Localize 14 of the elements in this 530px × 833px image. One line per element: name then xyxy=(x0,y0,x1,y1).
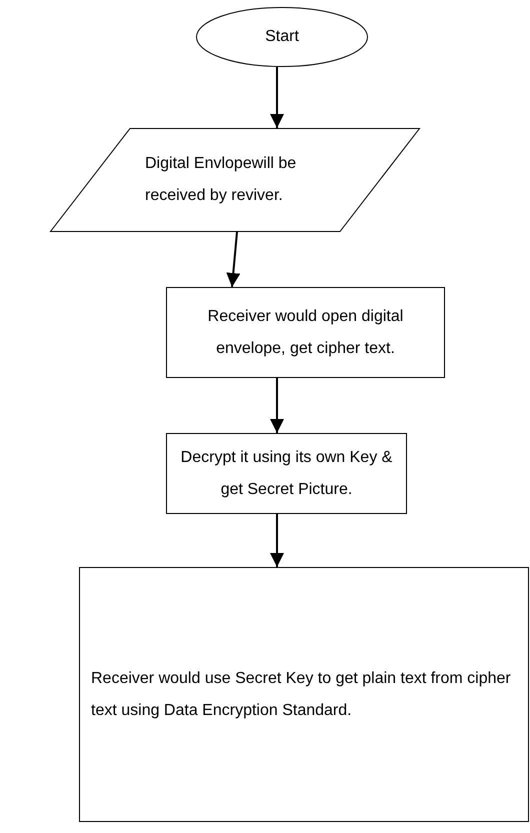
step-text: Digital Envlopewill be received by reviver. xyxy=(145,154,298,206)
input-parallelogram xyxy=(50,128,420,232)
process-box xyxy=(79,567,529,822)
step-text: Decrypt it using its own Key & get Secret Picture. xyxy=(180,448,394,500)
arrow xyxy=(270,514,284,567)
arrow xyxy=(270,378,284,433)
terminal-ellipse xyxy=(196,7,368,67)
step-text: Receiver would use Secret Key to get plain text from cipher text using Data Encryption Standard. xyxy=(91,668,512,720)
step-text: Receiver would open digital envelope, get cipher text. xyxy=(206,306,404,358)
arrow xyxy=(270,67,284,128)
arrow xyxy=(226,232,240,288)
process-box xyxy=(166,287,445,378)
step-text: Start xyxy=(265,27,299,47)
process-box xyxy=(166,433,407,514)
